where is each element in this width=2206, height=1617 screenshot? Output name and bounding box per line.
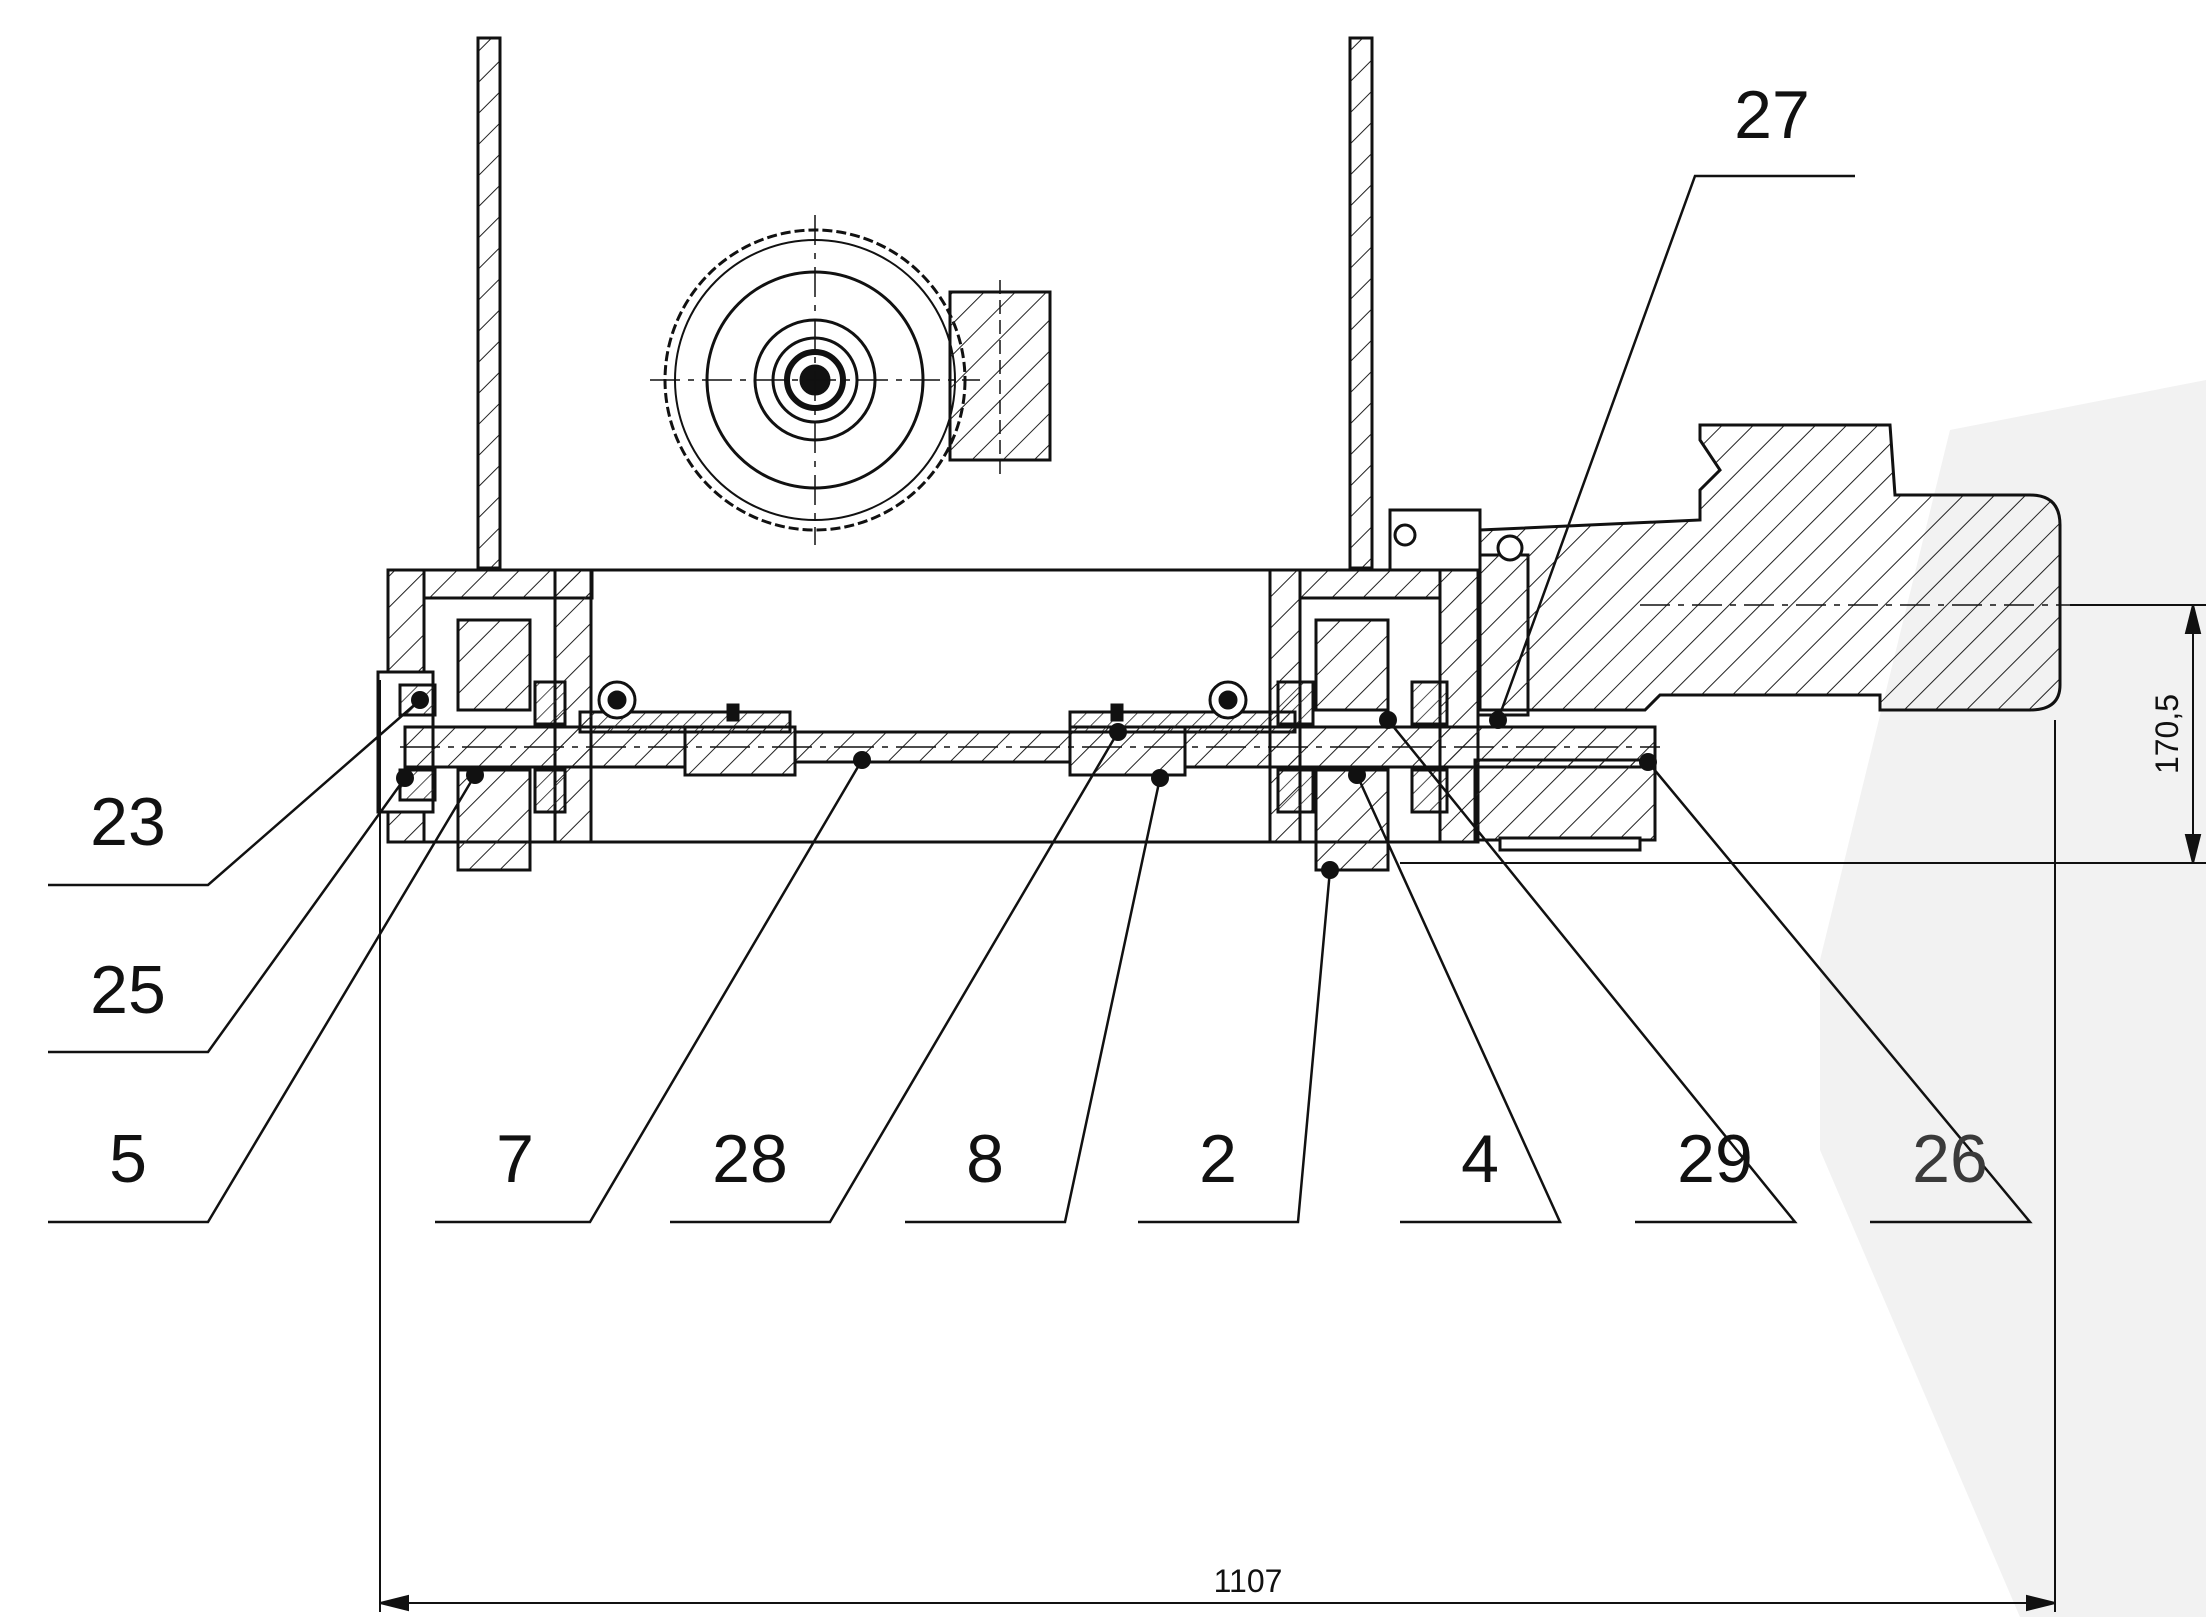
callout-23: 23 xyxy=(90,784,166,860)
callout-25: 25 xyxy=(90,952,166,1028)
frame-posts xyxy=(476,36,1374,570)
callout-4: 4 xyxy=(1461,1121,1499,1197)
motor-fan xyxy=(650,215,1052,545)
callout-27: 27 xyxy=(1734,77,1810,153)
dimension-overall-width xyxy=(379,680,2056,1612)
callout-7: 7 xyxy=(496,1121,534,1197)
callout-26: 26 xyxy=(1912,1121,1988,1197)
right-hub xyxy=(1276,618,1449,872)
callout-5: 5 xyxy=(109,1121,147,1197)
callout-labels: 27 23 25 5 7 28 8 2 4 29 26 xyxy=(90,77,1988,1197)
callout-2: 2 xyxy=(1199,1121,1237,1197)
dimension-offset-height xyxy=(1400,604,2206,864)
callout-29: 29 xyxy=(1677,1121,1753,1197)
leader-lines xyxy=(48,174,2033,1224)
leader-dots xyxy=(396,691,1657,879)
callout-8: 8 xyxy=(966,1121,1004,1197)
callout-28: 28 xyxy=(712,1121,788,1197)
shaft xyxy=(400,710,1660,777)
dimension-height-value: 170,5 xyxy=(2149,694,2185,774)
right-gearmotor xyxy=(1388,423,2080,852)
shaft-clamps xyxy=(597,680,1248,722)
dimension-width-value: 1107 xyxy=(1214,1563,1283,1599)
